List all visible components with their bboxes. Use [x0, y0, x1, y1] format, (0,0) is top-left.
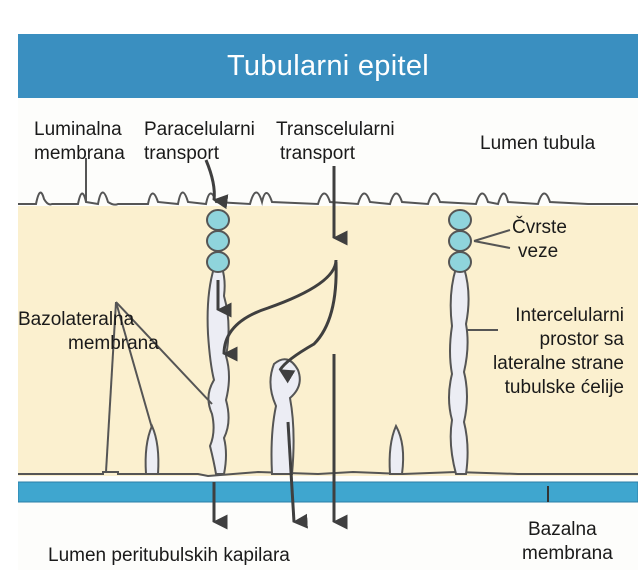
- tight-junction: [207, 210, 229, 230]
- tight-junction-label: veze: [518, 240, 558, 263]
- basolateral-label: Bazolateralna: [18, 308, 134, 331]
- basolateral-label: membrana: [68, 332, 159, 355]
- transcellular-label: transport: [280, 142, 355, 165]
- intercellular-label: tubulske ćelije: [478, 376, 624, 399]
- luminal-membrane-label: Luminalna: [34, 118, 122, 141]
- paracellular-label: transport: [144, 142, 219, 165]
- intercellular-label: lateralne strane: [478, 352, 624, 375]
- basal-membrane: [18, 482, 638, 502]
- luminal-membrane-label: membrana: [34, 142, 125, 165]
- diagram-frame: [18, 34, 638, 570]
- transcellular-label: Transcelularni: [276, 118, 395, 141]
- basal-membrane-label: membrana: [522, 542, 613, 565]
- lumen-tubula-label: Lumen tubula: [480, 132, 595, 155]
- tight-junction: [449, 231, 471, 251]
- basal-membrane-label: Bazalna: [528, 518, 597, 541]
- page-title: Tubularni epitel: [18, 34, 638, 98]
- paracellular-label: Paracelularni: [144, 118, 255, 141]
- capillary-lumen-label: Lumen peritubulskih kapilara: [48, 544, 290, 567]
- intercellular-label: Intercelularni: [478, 304, 624, 327]
- intercellular-label: prostor sa: [478, 328, 624, 351]
- tight-junction: [207, 252, 229, 272]
- tight-junction: [449, 210, 471, 230]
- tight-junction-label: Čvrste: [512, 216, 567, 239]
- luminal-membrane: [18, 192, 638, 204]
- tight-junction: [207, 231, 229, 251]
- tight-junction: [449, 252, 471, 272]
- epithelium-diagram: [18, 34, 638, 570]
